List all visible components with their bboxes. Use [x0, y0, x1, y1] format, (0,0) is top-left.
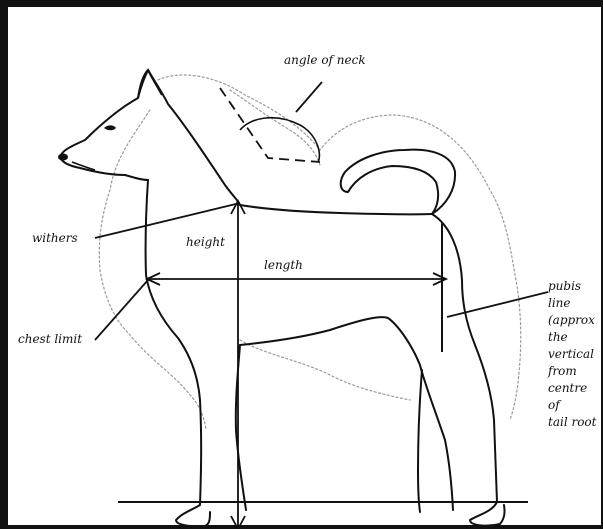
pubis-label-line: vertical — [548, 346, 603, 363]
dog-nose — [58, 154, 68, 161]
angle-of-neck-label: angle of neck — [284, 53, 366, 68]
length-label: length — [264, 258, 303, 273]
dog-outline — [60, 70, 505, 526]
pubis-line-label: pubis line (approx the vertical from cen… — [548, 278, 603, 431]
chest-limit-label: chest limit — [18, 332, 82, 347]
height-label: height — [186, 235, 225, 250]
pubis-label-line: pubis — [548, 278, 603, 295]
pubis-label-line: from — [548, 363, 603, 380]
pubis-label-line: centre — [548, 380, 603, 397]
pubis-label-line: of — [548, 397, 603, 414]
withers-leader — [95, 203, 240, 238]
angle-of-neck-leader — [296, 82, 322, 112]
length-arrow — [147, 273, 446, 285]
pubis-label-line: the — [548, 329, 603, 346]
neck-angle-dashes — [220, 88, 320, 162]
withers-label: withers — [32, 231, 78, 246]
pubis-label-line: (approx — [548, 312, 603, 329]
dog-eye — [104, 125, 116, 130]
height-arrow — [231, 201, 245, 529]
chest-limit-leader — [95, 280, 148, 340]
ear-outline — [138, 70, 162, 98]
pubis-label-line: line — [548, 295, 603, 312]
pubis-label-line: tail root — [548, 414, 603, 431]
